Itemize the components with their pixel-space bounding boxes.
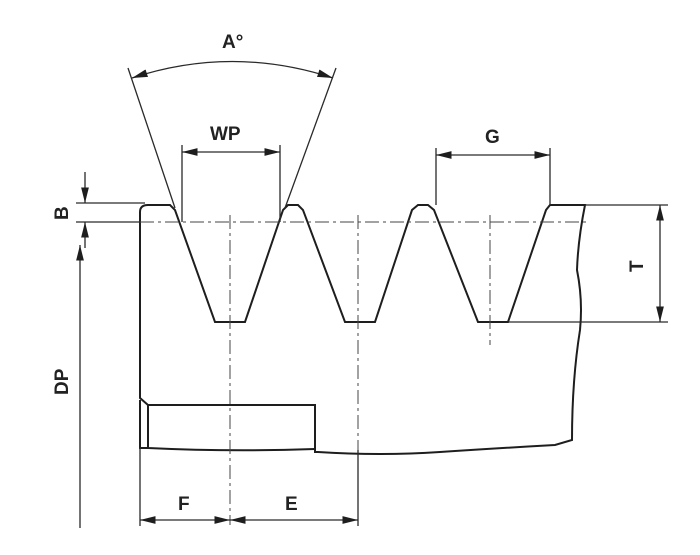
label-f: F [178, 494, 190, 515]
angle-line-left [127, 67, 176, 209]
angle-line-right [284, 67, 337, 209]
pulley-section [139, 204, 587, 455]
label-wp: WP [210, 124, 241, 145]
label-t: T [627, 260, 648, 272]
label-g: G [485, 127, 500, 148]
angle-arc [131, 60, 334, 79]
label-e: E [285, 494, 298, 515]
label-b: B [52, 206, 73, 220]
bore [139, 400, 316, 452]
label-angle: A° [222, 32, 243, 53]
label-dp: DP [52, 368, 73, 395]
